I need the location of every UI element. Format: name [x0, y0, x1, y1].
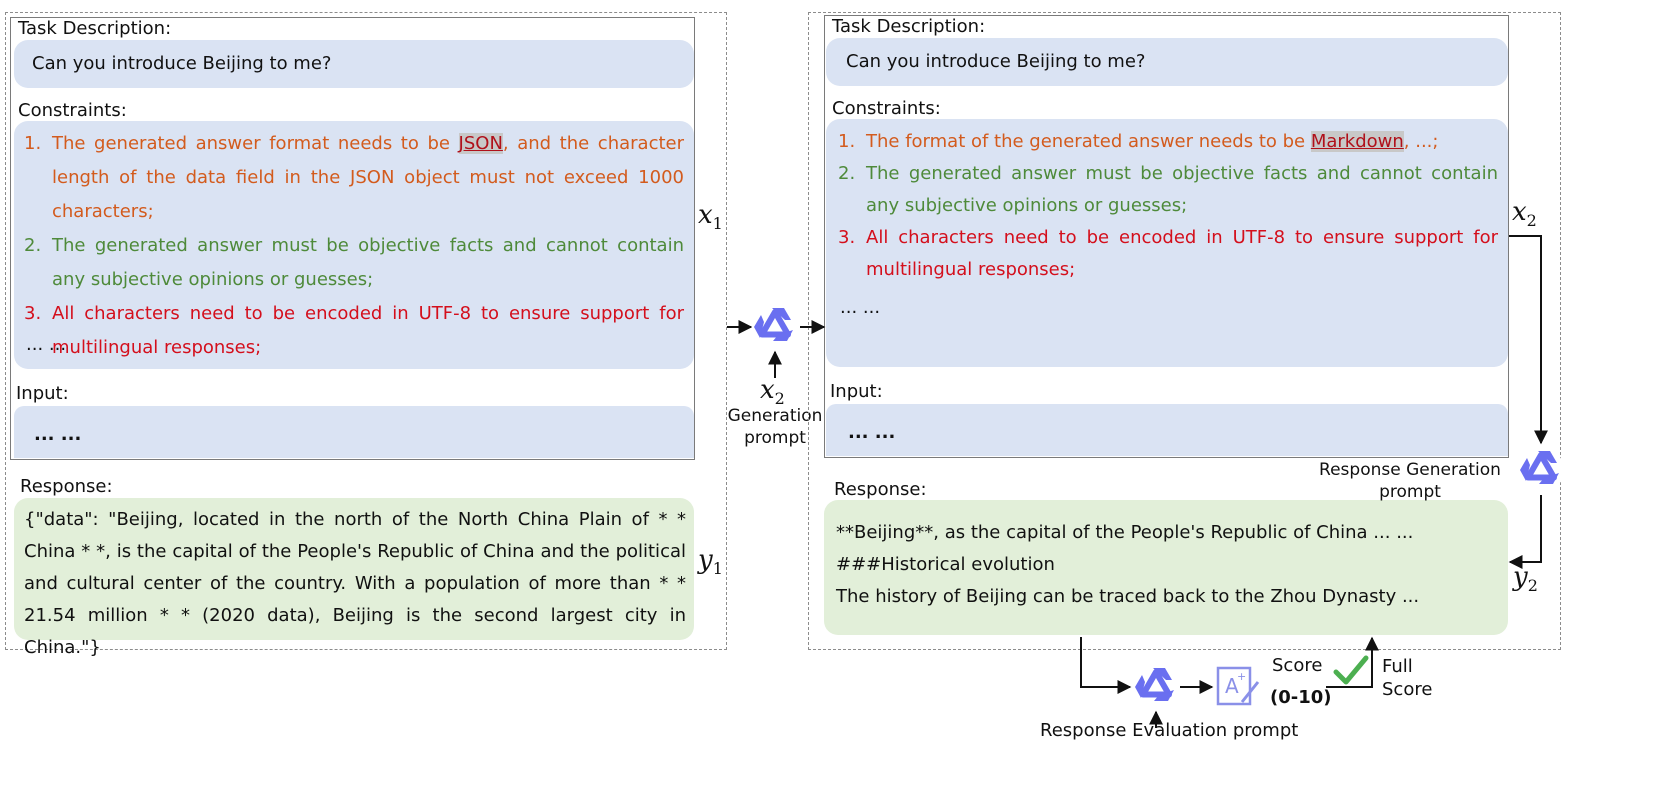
- svg-text:A: A: [1225, 674, 1239, 698]
- generation-prompt-caption: Generation prompt: [727, 406, 823, 448]
- right-response-line-1: **Beijing**, as the capital of the Peopl…: [836, 522, 1414, 543]
- left-response-label: Response:: [20, 476, 113, 497]
- right-response-box: **Beijing**, as the capital of the Peopl…: [824, 500, 1508, 635]
- left-panel: [5, 12, 727, 650]
- right-prompt-box: [824, 15, 1509, 458]
- y2-label: y2: [1513, 562, 1538, 596]
- left-constraints-label: Constraints:: [18, 100, 127, 121]
- left-constraint-list: 1.The generated answer format needs to b…: [20, 127, 684, 365]
- right-constraints-box: 1.The format of the generated answer nee…: [826, 119, 1508, 367]
- left-task-text: Can you introduce Beijing to me?: [32, 53, 332, 74]
- score-label: Score: [1272, 655, 1323, 676]
- right-constraints-ellipsis: ... ...: [840, 297, 881, 318]
- left-constraint-1: 1.The generated answer format needs to b…: [24, 133, 684, 222]
- left-task-label: Task Description:: [18, 18, 172, 39]
- x2-right-label: x2: [1512, 197, 1537, 231]
- checkmark-icon: [1333, 655, 1369, 685]
- left-constraints-box: 1.The generated answer format needs to b…: [14, 121, 694, 369]
- response-generation-caption: Response Generation prompt: [1319, 460, 1501, 502]
- right-response-line-2: ###Historical evolution: [836, 554, 1055, 575]
- left-response-box: {"data": "Beijing, located in the north …: [14, 498, 694, 658]
- right-task-box: Can you introduce Beijing to me?: [826, 38, 1508, 86]
- left-constraints-ellipsis: ... ...: [26, 334, 67, 355]
- arrow-generator-to-response: [1508, 495, 1542, 569]
- right-constraint-2: 2.The generated answer must be objective…: [838, 163, 1498, 216]
- left-task-box: Can you introduce Beijing to me?: [14, 40, 694, 88]
- x1-label: x1: [698, 200, 723, 234]
- right-constraint-list: 1.The format of the generated answer nee…: [834, 126, 1498, 286]
- arrow-x2-to-generator: [1509, 235, 1548, 445]
- full-score-label: Full Score: [1382, 656, 1433, 700]
- right-response-lines: **Beijing**, as the capital of the Peopl…: [836, 517, 1496, 613]
- arrow-response-to-evaluator: [1080, 637, 1132, 694]
- right-panel: [808, 12, 1561, 650]
- right-input-text: ... ...: [848, 422, 896, 443]
- right-input-label: Input:: [830, 381, 883, 402]
- left-input-label: Input:: [16, 383, 69, 404]
- left-input-text: ... ...: [34, 424, 82, 445]
- score-document-icon: A +: [1216, 666, 1260, 706]
- right-response-label: Response:: [834, 479, 927, 500]
- response-evaluation-caption: Response Evaluation prompt: [1040, 720, 1299, 741]
- right-input-box: ... ...: [826, 404, 1508, 456]
- right-constraint-3: 3.All characters need to be encoded in U…: [838, 227, 1498, 280]
- svg-text:+: +: [1237, 670, 1246, 683]
- left-input-box: ... ...: [14, 406, 694, 458]
- right-response-line-3: The history of Beijing can be traced bac…: [836, 586, 1420, 607]
- left-constraint-3: 3.All characters need to be encoded in U…: [24, 303, 684, 358]
- right-constraints-label: Constraints:: [832, 98, 941, 119]
- json-highlight: JSON: [458, 133, 503, 154]
- model-logo-icon-generator: [1518, 447, 1564, 493]
- markdown-highlight: Markdown: [1310, 131, 1404, 152]
- left-response-text: {"data": "Beijing, located in the north …: [24, 509, 686, 658]
- right-task-label: Task Description:: [832, 16, 986, 37]
- y1-label: y1: [698, 545, 723, 579]
- arrow-score-to-response: [1326, 636, 1379, 688]
- left-constraint-2: 2.The generated answer must be objective…: [24, 235, 684, 290]
- score-range: (0-10): [1270, 687, 1332, 708]
- model-logo-icon-evaluator: [1133, 664, 1179, 710]
- model-logo-icon-middle: [752, 304, 798, 350]
- right-constraint-1: 1.The format of the generated answer nee…: [838, 131, 1439, 152]
- x2-middle-label: x2: [760, 375, 785, 409]
- left-prompt-box: [10, 17, 695, 460]
- right-task-text: Can you introduce Beijing to me?: [846, 51, 1146, 72]
